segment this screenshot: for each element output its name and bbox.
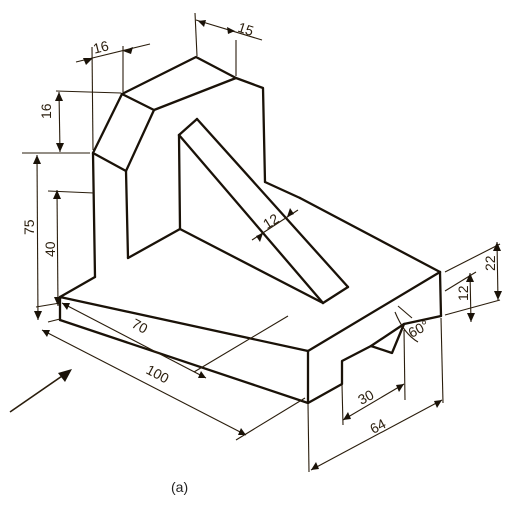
dim-line-100 [41,329,247,436]
dim-text-12-slot: 12 [455,285,471,301]
object-outline [58,55,443,405]
base-back-top-edge [263,180,302,200]
dim-text-16-top: 16 [91,37,110,56]
rib-foot [321,285,350,305]
upright-front-vertical [124,169,130,260]
inner-floor-edge [126,227,182,260]
dim-text-30: 30 [355,386,376,408]
dim-line-22 [496,241,499,301]
base-right-top-edge [298,196,442,274]
slot-top-edge [369,322,406,348]
dim-text-16-side: 16 [38,103,54,119]
base-top-right-front [306,270,442,353]
view-direction-arrowhead [58,369,72,382]
rib-base-line [178,227,325,305]
figure-caption: (a) [171,479,188,495]
dimension-lines [9,12,502,473]
inner-vertical-edge [177,133,182,231]
dim-line-70 [61,302,207,379]
rib-top-edge-a [177,133,325,305]
rib-cap [177,117,199,137]
arrowheads [33,20,502,470]
dim-text-70: 70 [129,315,150,337]
base-left-front-top [58,275,97,299]
dim-text-100: 100 [144,361,172,386]
dim-text-15-top: 15 [236,19,256,39]
dim-line-75 [36,154,39,321]
base-right-vertical [438,270,443,318]
base-top-front-edge [58,295,310,353]
dim-text-22: 22 [482,255,498,271]
dim-text-12-rib: 12 [260,210,282,232]
dim-line-16-side [58,91,61,153]
upright-back-vertical [91,151,97,279]
angle-arc-60 [394,311,419,343]
base-bottom-front [58,318,310,405]
dim-line-40 [56,189,59,307]
dim-line-64 [310,399,443,471]
dim-text-40: 40 [42,241,58,257]
dim-text-60-deg: 60° [405,317,431,341]
dim-text-75: 75 [21,219,37,235]
upright-right-edge [234,76,267,184]
view-direction-arrow-shaft [9,373,66,413]
upright-top-face [120,55,238,112]
rib-top-edge-b [195,117,350,289]
dim-line-30 [342,383,405,421]
upright-left-top-edge [91,92,156,173]
dim-text-64: 64 [367,415,388,437]
